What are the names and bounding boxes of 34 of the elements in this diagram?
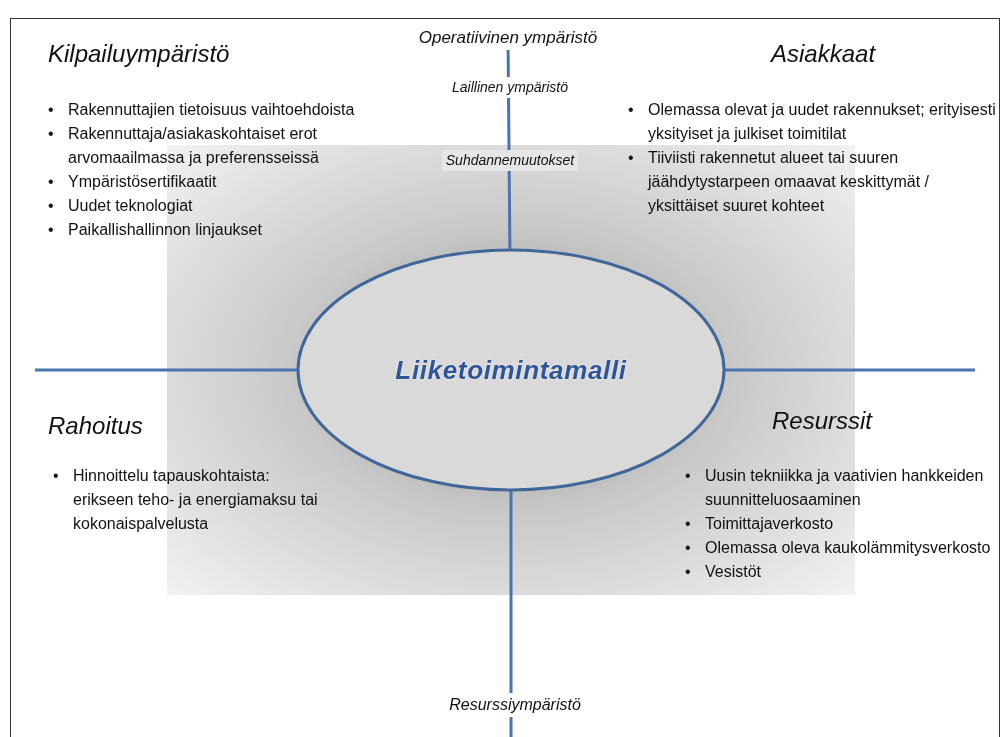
bullet-text: Rakennuttajien tietoisuus vaihtoehdoista bbox=[68, 100, 355, 120]
section-heading: Kilpailuympäristö bbox=[48, 39, 230, 69]
bullet-marker: • bbox=[48, 196, 55, 216]
bullet-marker: • bbox=[48, 172, 55, 192]
bullet-marker: • bbox=[685, 514, 692, 534]
bullet-text: Paikallishallinnon linjaukset bbox=[68, 220, 262, 240]
bullet-marker: • bbox=[48, 124, 55, 144]
section-heading: Rahoitus bbox=[48, 411, 143, 441]
bullet-text: Vesistöt bbox=[705, 562, 762, 582]
bullet-text: Uudet teknologiat bbox=[68, 196, 193, 216]
bullet-marker: • bbox=[685, 466, 692, 486]
bullet-text: Tiiviisti rakennetut alueet tai suuren jäähdytystarpeen omaavat keskittymät / yksittäiset suuret kohteet bbox=[648, 148, 931, 216]
axis-line bbox=[509, 490, 513, 737]
bullet-text: Uusin tekniikka ja vaativien hankkeiden suunnitteluosaaminen bbox=[705, 466, 985, 510]
bullet-marker: • bbox=[685, 538, 692, 558]
bullet-marker: • bbox=[53, 466, 60, 486]
environment-label: Operatiivinen ympäristö bbox=[418, 27, 598, 50]
bullet-marker: • bbox=[628, 148, 635, 168]
environment-label: Suhdannemuutokset bbox=[441, 150, 579, 171]
bullet-text: Olemassa oleva kaukolämmitysverkosto bbox=[705, 538, 991, 558]
section-heading: Asiakkaat bbox=[771, 39, 876, 69]
bullet-text: Olemassa olevat ja uudet rakennukset; erityisesti yksityiset ja julkiset toimitilat bbox=[648, 100, 997, 144]
bullet-text: Toimittajaverkosto bbox=[705, 514, 834, 534]
bullet-marker: • bbox=[48, 220, 55, 240]
ellipse-label: Liiketoimintamalli bbox=[395, 353, 627, 387]
axis-line bbox=[35, 368, 298, 372]
bullet-marker: • bbox=[628, 100, 635, 120]
section-heading: Resurssit bbox=[772, 406, 873, 436]
axis-line bbox=[724, 368, 975, 372]
bullet-text: Rakennuttaja/asiakaskohtaiset erot arvomaailmassa ja preferensseissä bbox=[68, 124, 320, 168]
bullet-marker: • bbox=[48, 100, 55, 120]
bullet-marker: • bbox=[685, 562, 692, 582]
bullet-text: Ympäristösertifikaatit bbox=[68, 172, 217, 192]
bullet-text: Hinnoittelu tapauskohtaista: erikseen teho- ja energiamaksu tai kokonaispalvelusta bbox=[73, 466, 319, 534]
